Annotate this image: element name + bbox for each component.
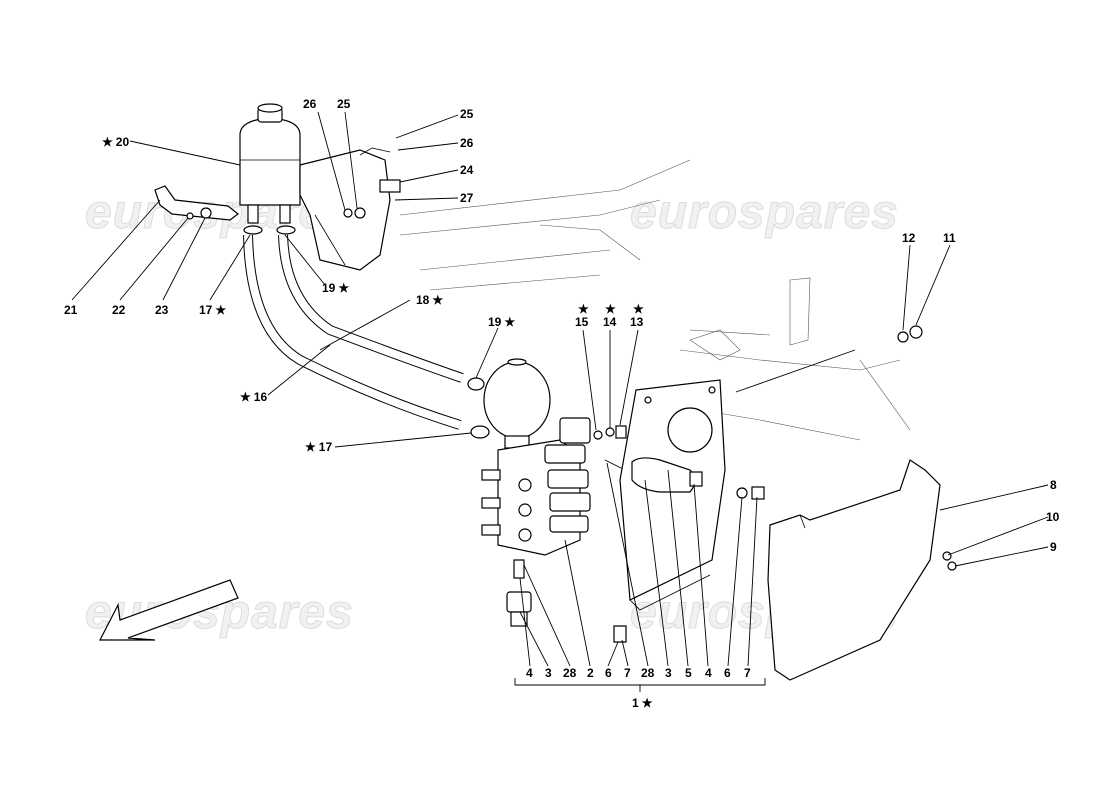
label-20: 20 <box>116 135 130 149</box>
star-marker: ★ <box>240 390 251 404</box>
star-marker: ★ <box>338 281 349 295</box>
svg-text:★16: ★16 <box>240 390 267 404</box>
svg-text:★17: ★17 <box>305 440 332 454</box>
label-15: 15 <box>575 315 589 329</box>
star-marker: ★ <box>633 302 644 316</box>
star-marker: ★ <box>642 696 653 710</box>
shield-panel <box>767 459 941 681</box>
arrow-icon <box>99 579 239 641</box>
bottom-label-7b: 7 <box>744 666 751 680</box>
label-23: 23 <box>155 303 169 317</box>
fluid-reservoir <box>239 103 301 224</box>
label-11: 11 <box>943 231 956 245</box>
filter-element <box>631 457 703 493</box>
accumulator <box>483 358 551 449</box>
label-22: 22 <box>112 303 126 317</box>
label-16: 16 <box>254 390 268 404</box>
label-17-top: 17 <box>199 303 213 317</box>
bottom-label-28b: 28 <box>641 666 655 680</box>
svg-text:1★: 1★ <box>632 696 653 710</box>
label-13: 13 <box>630 315 644 329</box>
label-9: 9 <box>1050 540 1057 554</box>
label-26-right: 26 <box>460 136 474 150</box>
label-24: 24 <box>460 163 474 177</box>
label-26-top: 26 <box>303 97 317 111</box>
hoses <box>243 225 490 439</box>
bottom-label-2: 2 <box>587 666 594 680</box>
label-14: 14 <box>603 315 617 329</box>
label-19: 19 <box>488 315 502 329</box>
label-25-top: 25 <box>337 97 351 111</box>
svg-text:19★: 19★ <box>488 315 515 329</box>
label-8: 8 <box>1050 478 1057 492</box>
svg-text:18★: 18★ <box>416 293 443 307</box>
leader-lines <box>71 111 1049 692</box>
star-marker: ★ <box>432 293 443 307</box>
label-17: 17 <box>319 440 333 454</box>
bottom-label-4b: 4 <box>705 666 712 680</box>
star-marker: ★ <box>215 303 226 317</box>
star-marker: ★ <box>102 135 113 149</box>
bottom-label-3: 3 <box>545 666 552 680</box>
label-12: 12 <box>902 231 916 245</box>
bottom-label-28: 28 <box>563 666 577 680</box>
bottom-label-5: 5 <box>685 666 692 680</box>
bottom-label-6: 6 <box>605 666 612 680</box>
label-19-top: 19 <box>322 281 336 295</box>
reservoir-bracket <box>299 147 401 271</box>
label-25-right: 25 <box>460 107 474 121</box>
svg-text:★20: ★20 <box>102 135 129 149</box>
bottom-label-3b: 3 <box>665 666 672 680</box>
label-1: 1 <box>632 696 639 710</box>
label-21: 21 <box>64 303 78 317</box>
mounting-plate <box>619 379 726 611</box>
bottom-label-7: 7 <box>624 666 631 680</box>
label-10: 10 <box>1046 510 1060 524</box>
bottom-label-4: 4 <box>526 666 533 680</box>
star-marker: ★ <box>504 315 515 329</box>
star-marker: ★ <box>305 440 316 454</box>
svg-text:17★: 17★ <box>199 303 226 317</box>
svg-text:19★: 19★ <box>322 281 349 295</box>
star-marker: ★ <box>578 302 589 316</box>
valve-block <box>481 417 591 556</box>
callout-labels: ★20 26 25 25 26 24 27 21 22 23 17★ 19★ 1… <box>64 97 1060 710</box>
watermark-top-right: eurospares <box>630 186 899 239</box>
washers <box>593 325 957 571</box>
label-18: 18 <box>416 293 430 307</box>
bottom-label-6b: 6 <box>724 666 731 680</box>
star-marker: ★ <box>605 302 616 316</box>
reservoir-strap <box>154 185 239 221</box>
label-27: 27 <box>460 191 474 205</box>
